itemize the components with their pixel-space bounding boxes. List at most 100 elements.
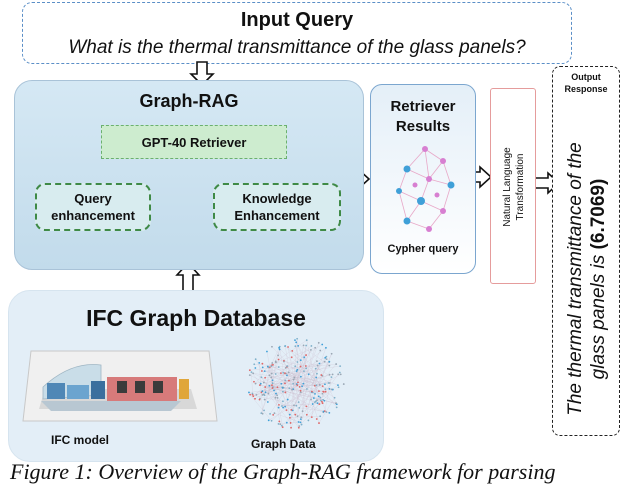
graph-node (294, 414, 296, 416)
graph-node (321, 344, 323, 346)
input-query-question: What is the thermal transmittance of the… (23, 37, 571, 59)
graph-node (332, 374, 334, 376)
graph-edge (251, 372, 252, 395)
graph-node (314, 347, 316, 349)
graph-node (280, 383, 282, 385)
graph-node (264, 386, 266, 388)
graph-rag-panel: Graph-RAG GPT-40 Retriever Query enhance… (14, 80, 364, 270)
graph-node (288, 380, 290, 382)
query-enhancement-line2: enhancement (51, 207, 135, 224)
retriever-results-title: Retriever Results (371, 97, 475, 137)
graph-node (320, 374, 322, 376)
output-text-line1: The thermal transmittance of the (564, 119, 587, 439)
graph-node (318, 422, 320, 424)
graph-node (271, 346, 273, 348)
graph-node (292, 383, 294, 385)
graph-node (278, 366, 280, 368)
graph-node (328, 412, 330, 414)
knowledge-enhancement-line2: Enhancement (234, 207, 319, 224)
graph-edge (280, 422, 298, 424)
graph-node (271, 420, 273, 422)
graph-node (338, 386, 340, 388)
graph-edge (250, 395, 271, 421)
graph-node (255, 383, 257, 385)
output-response-title: Output Response (553, 71, 619, 95)
retriever-title-line1: Retriever (371, 97, 475, 117)
graph-node (324, 388, 326, 390)
graph-edge (285, 346, 306, 366)
graph-node (331, 353, 333, 355)
graph-node (305, 365, 307, 367)
graph-node (303, 370, 305, 372)
graph-node (303, 356, 305, 358)
graph-node (275, 397, 277, 399)
output-response-text: The thermal transmittance of the glass p… (564, 119, 610, 439)
graph-node (274, 412, 276, 414)
graph-node (329, 374, 331, 376)
graph-node (283, 360, 285, 362)
graph-node (295, 341, 297, 343)
graph-node (252, 393, 254, 395)
graph-node (301, 424, 303, 426)
graph-node (303, 344, 305, 346)
graph-node (316, 418, 318, 420)
graph-node (272, 379, 274, 381)
graph-node (319, 397, 321, 399)
graph-node (290, 427, 292, 429)
graph-node (318, 395, 320, 397)
graph-node (302, 410, 304, 412)
graph-node (254, 367, 256, 369)
graph-node (339, 365, 341, 367)
graph-node (306, 339, 308, 341)
graph-edge (290, 416, 320, 417)
graph-node (328, 361, 330, 363)
output-text-line2: glass panels is (6.7069) (587, 119, 610, 439)
graph-node (263, 382, 265, 384)
graph-node (324, 361, 326, 363)
graph-node (284, 379, 286, 381)
graph-node (298, 407, 300, 409)
graph-node (275, 393, 277, 395)
graph-node (265, 391, 267, 393)
graph-node (267, 366, 269, 368)
graph-node (316, 384, 318, 386)
ifc-database-panel: IFC Graph Database IFC model Graph Data (8, 290, 384, 462)
graph-node (300, 421, 302, 423)
graph-node (298, 425, 300, 427)
graph-node (286, 422, 288, 424)
graph-node (277, 386, 279, 388)
graph-node (289, 414, 291, 416)
graph-node (275, 361, 277, 363)
graph-node (306, 388, 308, 390)
graph-node (318, 390, 320, 392)
graph-node (312, 403, 314, 405)
graph-node (282, 391, 284, 393)
graph-node (263, 409, 265, 411)
graph-node (335, 402, 337, 404)
graph-node (285, 367, 287, 369)
graph-node (276, 394, 278, 396)
graph-node (282, 400, 284, 402)
graph-node (318, 342, 320, 344)
graph-node (282, 372, 284, 374)
graph-node (272, 382, 274, 384)
ifc-database-title: IFC Graph Database (9, 305, 383, 332)
graph-node (340, 373, 342, 375)
graph-node (319, 384, 321, 386)
graph-node (272, 414, 274, 416)
graph-node (272, 364, 274, 366)
graph-node (316, 360, 318, 362)
graph-node (278, 359, 280, 361)
knowledge-enhancement-box: Knowledge Enhancement (213, 183, 341, 231)
figure-caption: Figure 1: Overview of the Graph-RAG fram… (10, 459, 628, 485)
graph-node (249, 394, 251, 396)
graph-node (297, 415, 299, 417)
cypher-query-label: Cypher query (371, 243, 475, 255)
graph-node (310, 399, 312, 401)
query-enhancement-line1: Query (74, 190, 112, 207)
input-query-title: Input Query (23, 9, 571, 32)
graph-node (329, 388, 331, 390)
graph-node (269, 374, 271, 376)
graph-node (264, 399, 266, 401)
graph-node (301, 385, 303, 387)
